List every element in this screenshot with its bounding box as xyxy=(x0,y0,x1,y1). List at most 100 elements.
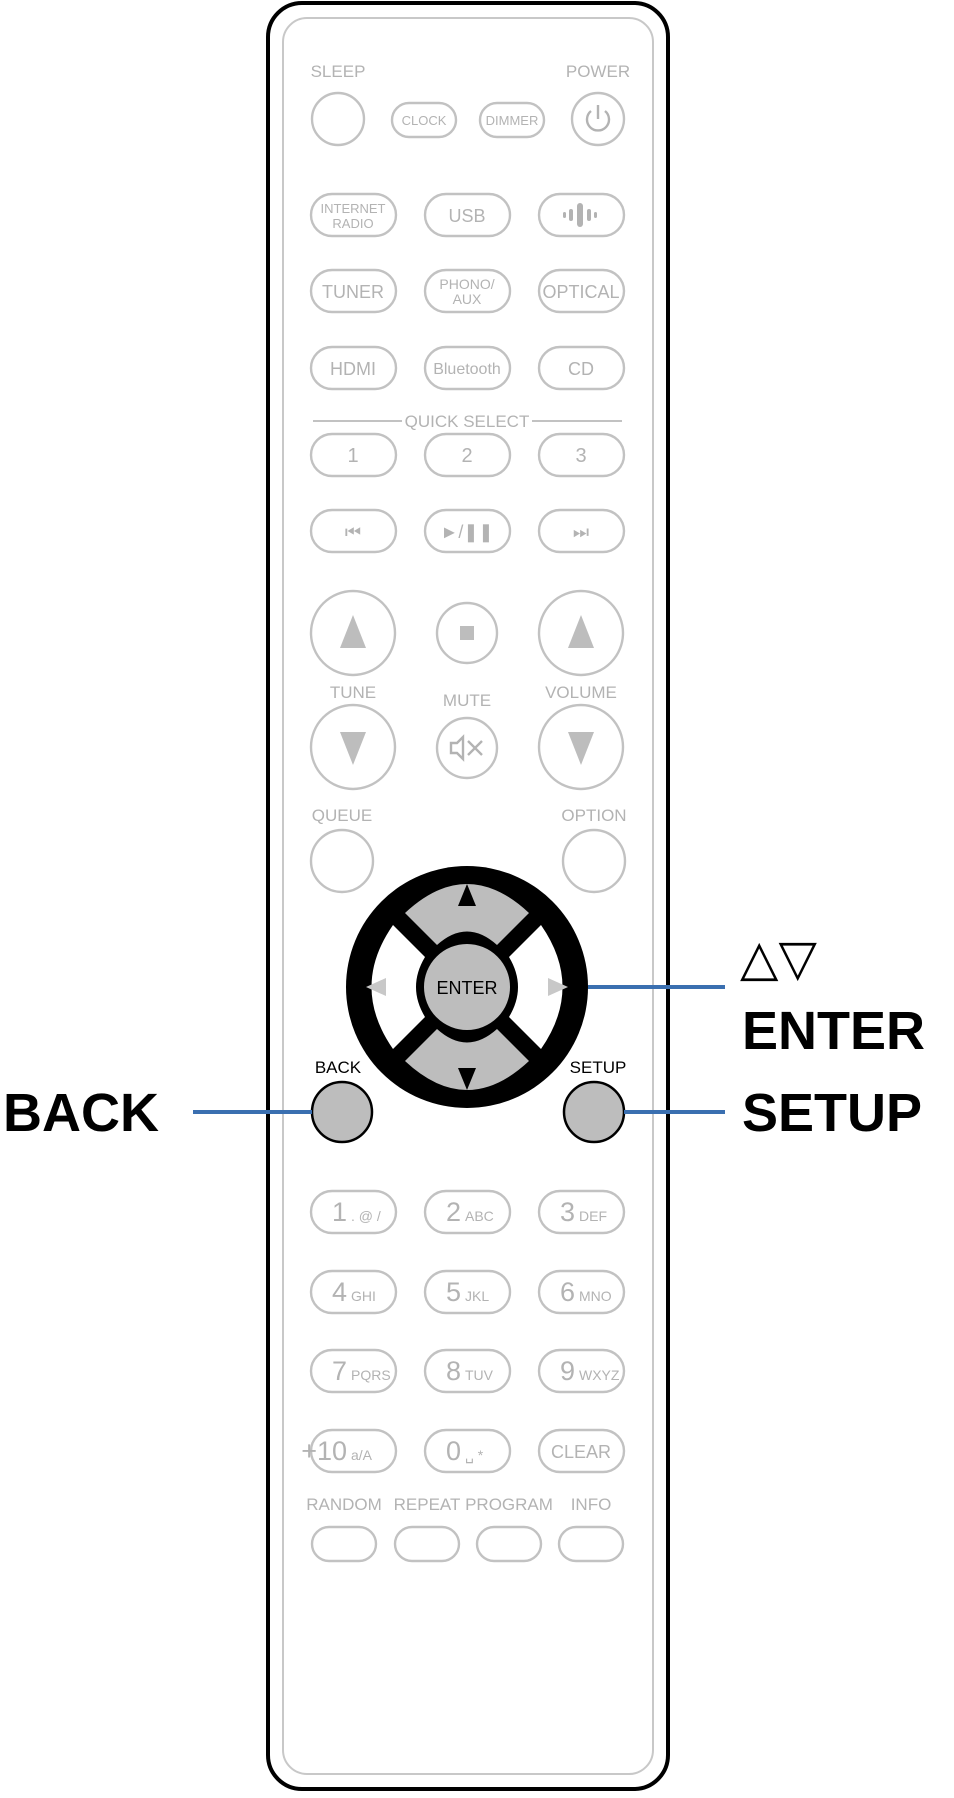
internet-radio-label-2: RADIO xyxy=(332,216,373,231)
volume-down-icon xyxy=(568,732,594,765)
keypad-letters: ABC xyxy=(465,1208,494,1224)
heos-icon xyxy=(563,203,597,227)
power-label: POWER xyxy=(566,62,630,81)
phono-label-1: PHONO/ xyxy=(439,276,494,292)
mute-label: MUTE xyxy=(443,691,491,710)
keypad-button[interactable] xyxy=(423,1189,512,1235)
clear-button-label: CLEAR xyxy=(551,1442,611,1462)
keypad-letters: a/A xyxy=(351,1447,373,1463)
tune-up-icon xyxy=(340,615,366,648)
repeat-button[interactable] xyxy=(393,1525,461,1563)
setup-button-label: SETUP xyxy=(570,1058,627,1077)
keypad-letters: . @ / xyxy=(351,1208,381,1224)
keypad-letters: DEF xyxy=(579,1208,607,1224)
power-icon xyxy=(585,105,611,132)
keypad-button[interactable] xyxy=(423,1348,512,1394)
program-button[interactable] xyxy=(475,1525,543,1563)
hdmi-button[interactable] xyxy=(309,345,398,391)
cd-button[interactable] xyxy=(537,345,626,391)
keypad-button[interactable] xyxy=(537,1189,626,1235)
sleep-label: SLEEP xyxy=(311,62,366,81)
keypad-button[interactable] xyxy=(423,1428,512,1474)
back-button[interactable] xyxy=(310,1080,374,1144)
keypad-button[interactable] xyxy=(309,1428,398,1474)
tuner-button[interactable] xyxy=(309,268,398,314)
queue-button[interactable] xyxy=(309,828,375,894)
keypad-number: 5 xyxy=(446,1277,461,1307)
setup-callout: SETUP xyxy=(742,1083,922,1143)
play-pause-button[interactable] xyxy=(423,508,512,554)
enter-button[interactable] xyxy=(420,940,514,1034)
keypad-button[interactable] xyxy=(309,1269,398,1315)
dpad: ENTER xyxy=(346,866,588,1108)
quick-select-2-button[interactable] xyxy=(423,432,512,478)
dpad-left-icon xyxy=(366,978,386,996)
keypad-number: 8 xyxy=(446,1356,461,1386)
info-button[interactable] xyxy=(557,1525,625,1563)
quick-select-3-label: 3 xyxy=(575,445,586,467)
prev-icon: ⏮ xyxy=(345,522,361,542)
keypad-letters: PQRS xyxy=(351,1367,391,1383)
quick-select-label: QUICK SELECT xyxy=(405,412,530,431)
dpad-right-button[interactable] xyxy=(509,925,563,1049)
usb-label: USB xyxy=(448,206,485,226)
keypad-letters: WXYZ xyxy=(579,1367,620,1383)
setup-button[interactable] xyxy=(562,1080,626,1144)
internet-radio-label-1: INTERNET xyxy=(321,201,386,216)
clock-button-label: CLOCK xyxy=(402,113,447,128)
tune-label: TUNE xyxy=(330,683,376,702)
mute-icon xyxy=(449,734,483,762)
keypad-letters: GHI xyxy=(351,1288,376,1304)
random-label: RANDOM xyxy=(306,1495,382,1514)
volume-up-icon xyxy=(568,615,594,648)
bluetooth-button[interactable] xyxy=(423,345,512,391)
repeat-label: REPEAT xyxy=(394,1495,461,1514)
quick-select-2-label: 2 xyxy=(461,445,472,467)
clock-button[interactable] xyxy=(390,101,458,139)
keypad-number: 3 xyxy=(560,1197,575,1227)
dimmer-button[interactable] xyxy=(478,101,546,139)
remote-inner-outline xyxy=(282,17,654,1775)
cd-label: CD xyxy=(568,359,594,379)
option-button[interactable] xyxy=(561,828,627,894)
keypad-number: 9 xyxy=(560,1356,575,1386)
optical-button[interactable] xyxy=(537,268,626,314)
back-callout: BACK xyxy=(3,1083,159,1143)
play-pause-icon: ►/❚❚ xyxy=(441,522,494,543)
keypad-button[interactable] xyxy=(309,1189,398,1235)
stop-icon xyxy=(460,626,474,640)
keypad-button[interactable] xyxy=(537,1348,626,1394)
arrows-callout: △▽ xyxy=(740,930,817,986)
next-button[interactable] xyxy=(537,508,626,554)
internet-radio-button[interactable] xyxy=(309,192,398,238)
mute-button[interactable] xyxy=(435,716,499,780)
dpad-down-button[interactable] xyxy=(405,1029,529,1090)
quick-select-1-button[interactable] xyxy=(309,432,398,478)
phono-aux-button[interactable] xyxy=(423,268,512,314)
keypad-button[interactable] xyxy=(423,1269,512,1315)
dpad-up-button[interactable] xyxy=(405,884,529,945)
keypad-letters: TUV xyxy=(465,1367,494,1383)
keypad-number: 1 xyxy=(332,1197,347,1227)
tuner-label: TUNER xyxy=(322,282,384,302)
bluetooth-label: Bluetooth xyxy=(433,361,501,378)
keypad-button[interactable] xyxy=(537,1269,626,1315)
keypad-button[interactable] xyxy=(537,1428,626,1474)
dpad-left-button[interactable] xyxy=(371,925,426,1049)
quick-select-3-button[interactable] xyxy=(537,432,626,478)
keypad-letters: JKL xyxy=(465,1288,489,1304)
random-button[interactable] xyxy=(310,1525,378,1563)
usb-button[interactable] xyxy=(423,192,512,238)
enter-callout: ENTER xyxy=(742,1001,925,1061)
keypad-button[interactable] xyxy=(309,1348,398,1394)
phono-label-2: AUX xyxy=(453,291,482,307)
dimmer-button-label: DIMMER xyxy=(486,113,539,128)
prev-button[interactable] xyxy=(309,508,398,554)
sleep-button[interactable] xyxy=(310,91,366,147)
keypad-number: 2 xyxy=(446,1197,461,1227)
keypad-number: 7 xyxy=(332,1356,347,1386)
keypad-number: 6 xyxy=(560,1277,575,1307)
keypad-number: 0 xyxy=(446,1436,461,1466)
keypad-number: 4 xyxy=(332,1277,347,1307)
